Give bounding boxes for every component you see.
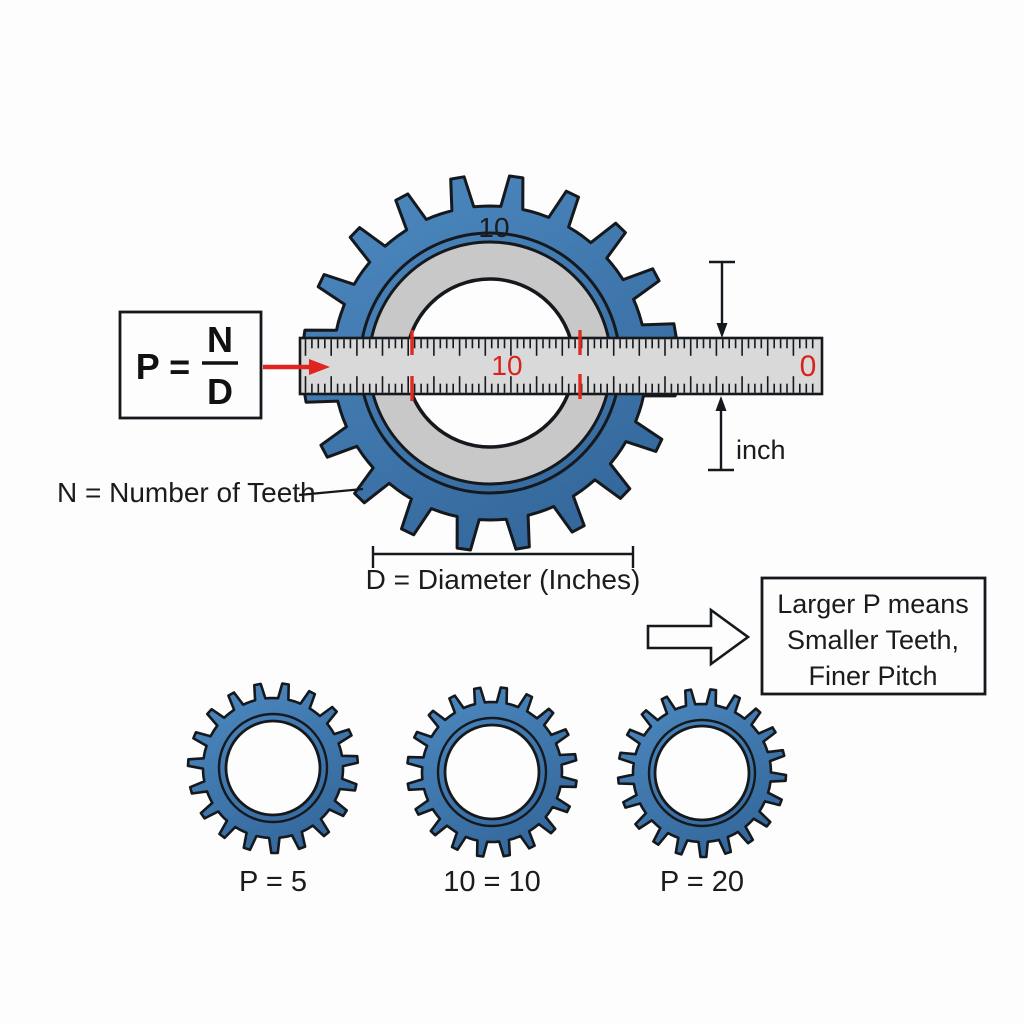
ruler-ticks-top [304, 339, 814, 356]
inch-dimension: inch [708, 260, 786, 472]
ruler-zero-label: 0 [800, 350, 817, 383]
small-gear-label: P = 20 [660, 866, 744, 898]
small-gear-rim-circle [436, 716, 548, 828]
small-gear-p10: 10 = 10 [406, 686, 578, 898]
n-leader-line [298, 487, 364, 497]
formula-denominator: D [207, 371, 233, 412]
ruler-body [298, 336, 824, 396]
small-gear-hub [443, 723, 541, 821]
small-gear-hub [653, 724, 751, 822]
formula-box-frame [118, 310, 263, 420]
ruler-center-label: 10 [491, 350, 522, 381]
small-gear-label: P = 5 [239, 866, 307, 898]
large-gear-tooth-count-label: 10 [478, 212, 509, 243]
inch-label: inch [736, 435, 786, 465]
upper-dim-arrowhead-icon [716, 323, 728, 338]
lower-dim-arrowhead-icon [715, 396, 727, 411]
info-box-line: Larger P means [777, 589, 969, 619]
info-box-frame [760, 576, 987, 696]
formula-lhs: P = [136, 346, 190, 387]
ruler: 10 0 [298, 330, 824, 401]
n-definition: N = Number of Teeth [57, 477, 364, 508]
small-gear-label: 10 = 10 [443, 866, 541, 898]
info-callout: Larger P means Smaller Teeth, Finer Pitc… [646, 576, 987, 696]
small-gear-hub [224, 719, 322, 817]
formula-box: P = N D [118, 310, 330, 420]
formula-numerator: N [207, 319, 233, 360]
formula-arrow-head-icon [309, 359, 330, 375]
right-arrow-icon [646, 607, 751, 667]
info-box-line: Smaller Teeth, [787, 625, 959, 655]
d-dimension: D = Diameter (Inches) [366, 546, 641, 595]
ruler-ticks-bottom [304, 376, 814, 393]
small-gear-rim-circle [217, 712, 329, 824]
info-box-line: Finer Pitch [808, 661, 937, 691]
small-gear-p20: P = 20 [616, 688, 788, 898]
d-definition-label: D = Diameter (Inches) [366, 564, 641, 595]
small-gear-rim-circle [647, 718, 757, 828]
small-gear-p5: P = 5 [186, 682, 360, 898]
n-definition-label: N = Number of Teeth [57, 477, 316, 508]
